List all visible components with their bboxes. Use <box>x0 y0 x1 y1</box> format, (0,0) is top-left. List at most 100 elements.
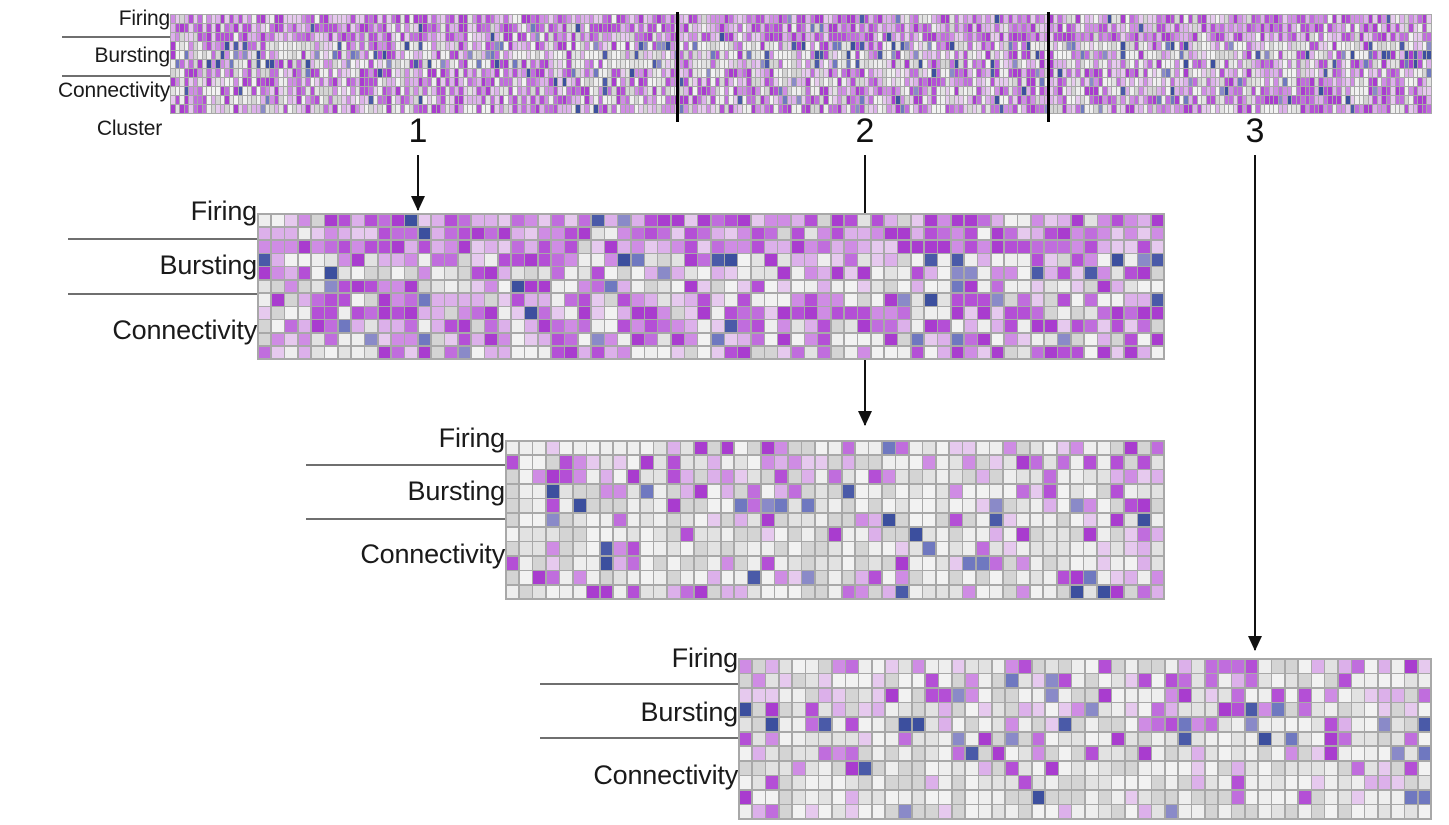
heatmap-cell <box>846 659 858 673</box>
heatmap-cell <box>1112 24 1116 32</box>
heatmap-cell <box>1031 42 1035 50</box>
heatmap-cell <box>1019 732 1031 746</box>
heatmap-cell <box>1422 60 1427 68</box>
heatmap-cell <box>954 42 959 50</box>
heatmap-cell <box>1242 105 1247 113</box>
heatmap-cell <box>778 78 783 86</box>
heatmap-cell <box>405 15 409 23</box>
heatmap-cell <box>578 320 591 332</box>
heatmap-cell <box>1422 78 1427 86</box>
heatmap-cell <box>950 96 954 104</box>
heatmap-cell <box>234 105 238 113</box>
heatmap-cell <box>1125 805 1138 819</box>
heatmap-cell <box>951 307 964 319</box>
heatmap-cell <box>652 69 657 77</box>
heatmap-cell <box>513 69 517 77</box>
heatmap-cell <box>1298 703 1311 717</box>
heatmap-cell <box>499 60 504 68</box>
heatmap-cell <box>918 60 923 68</box>
heatmap-cell <box>999 78 1004 86</box>
heatmap-cell <box>247 105 252 113</box>
heatmap-cell <box>1179 87 1184 95</box>
heatmap-cell <box>238 24 243 32</box>
heatmap-cell <box>735 542 747 556</box>
heatmap-cell <box>1070 571 1083 584</box>
heatmap-cell <box>810 69 814 77</box>
heatmap-cell <box>654 571 667 584</box>
heatmap-cell <box>898 214 911 227</box>
heatmap-cell <box>1409 87 1413 95</box>
heatmap-cell <box>328 33 333 41</box>
heatmap-cell <box>1107 78 1112 86</box>
heatmap-cell <box>346 69 351 77</box>
heatmap-cell <box>945 33 950 41</box>
heatmap-cell <box>319 51 324 59</box>
heatmap-cell <box>1245 688 1258 702</box>
heatmap-cell <box>760 60 765 68</box>
heatmap-cell <box>990 585 1003 599</box>
heatmap-cell <box>1017 499 1030 512</box>
heatmap-cell <box>751 60 756 68</box>
heatmap-cell <box>1013 42 1017 50</box>
heatmap-cell <box>738 320 751 332</box>
heatmap-cell <box>1332 24 1337 32</box>
heatmap-cell <box>1017 60 1022 68</box>
heatmap-cell <box>1111 280 1124 293</box>
heatmap-cell <box>1409 51 1413 59</box>
heatmap-cell <box>886 805 898 819</box>
heatmap-cell <box>1242 69 1247 77</box>
heatmap-cell <box>1292 96 1296 104</box>
heatmap-cell <box>640 455 653 469</box>
heatmap-cell <box>292 15 297 23</box>
heatmap-cell <box>441 60 445 68</box>
heatmap-cell <box>207 60 211 68</box>
heatmap-cell <box>1260 78 1265 86</box>
heatmap-cell <box>1072 761 1085 775</box>
heatmap-cell <box>1112 688 1125 702</box>
heatmap-cell <box>871 241 884 253</box>
heatmap-cell <box>1125 307 1137 319</box>
heatmap-cell <box>846 747 858 761</box>
heatmap-cell <box>831 333 844 346</box>
heatmap-cell <box>418 346 431 359</box>
heatmap-cell <box>175 33 179 41</box>
heatmap-cell <box>831 307 844 319</box>
heatmap-cell <box>594 15 598 23</box>
heatmap-cell <box>1005 307 1017 319</box>
heatmap-cell <box>748 542 761 556</box>
heatmap-cell <box>738 33 742 41</box>
heatmap-cell <box>976 484 989 498</box>
heatmap-cell <box>693 96 697 104</box>
heatmap-cell <box>926 761 938 775</box>
heatmap-cell <box>508 60 513 68</box>
heatmap-cell <box>1256 105 1260 113</box>
heatmap-cell <box>355 78 360 86</box>
heatmap-cell <box>1017 78 1022 86</box>
heatmap-cell <box>977 24 981 32</box>
heatmap-cell <box>342 78 346 86</box>
heatmap-cell <box>382 42 387 50</box>
heatmap-cell <box>765 227 777 240</box>
heatmap-cell <box>818 280 831 293</box>
heatmap-cell <box>1072 688 1085 702</box>
heatmap-cell <box>842 105 846 113</box>
heatmap-cell <box>761 484 774 498</box>
heatmap-cell <box>337 33 342 41</box>
heatmap-cell <box>1004 69 1008 77</box>
heatmap-cell <box>1161 42 1166 50</box>
heatmap-cell <box>180 24 184 32</box>
heatmap-cell <box>1018 293 1031 306</box>
heatmap-cell <box>986 105 990 113</box>
heatmap-cell <box>648 33 652 41</box>
heatmap-cell <box>1287 15 1292 23</box>
heatmap-cell <box>1152 15 1157 23</box>
heatmap-cell <box>806 732 818 746</box>
heatmap-cell <box>765 346 777 359</box>
heatmap-cell <box>1260 105 1265 113</box>
heatmap-cell <box>778 15 783 23</box>
heatmap-cell <box>1202 24 1206 32</box>
heatmap-cell <box>1103 15 1107 23</box>
heatmap-cell <box>832 717 845 731</box>
heatmap-cell <box>833 69 837 77</box>
heatmap-cell <box>945 105 950 113</box>
